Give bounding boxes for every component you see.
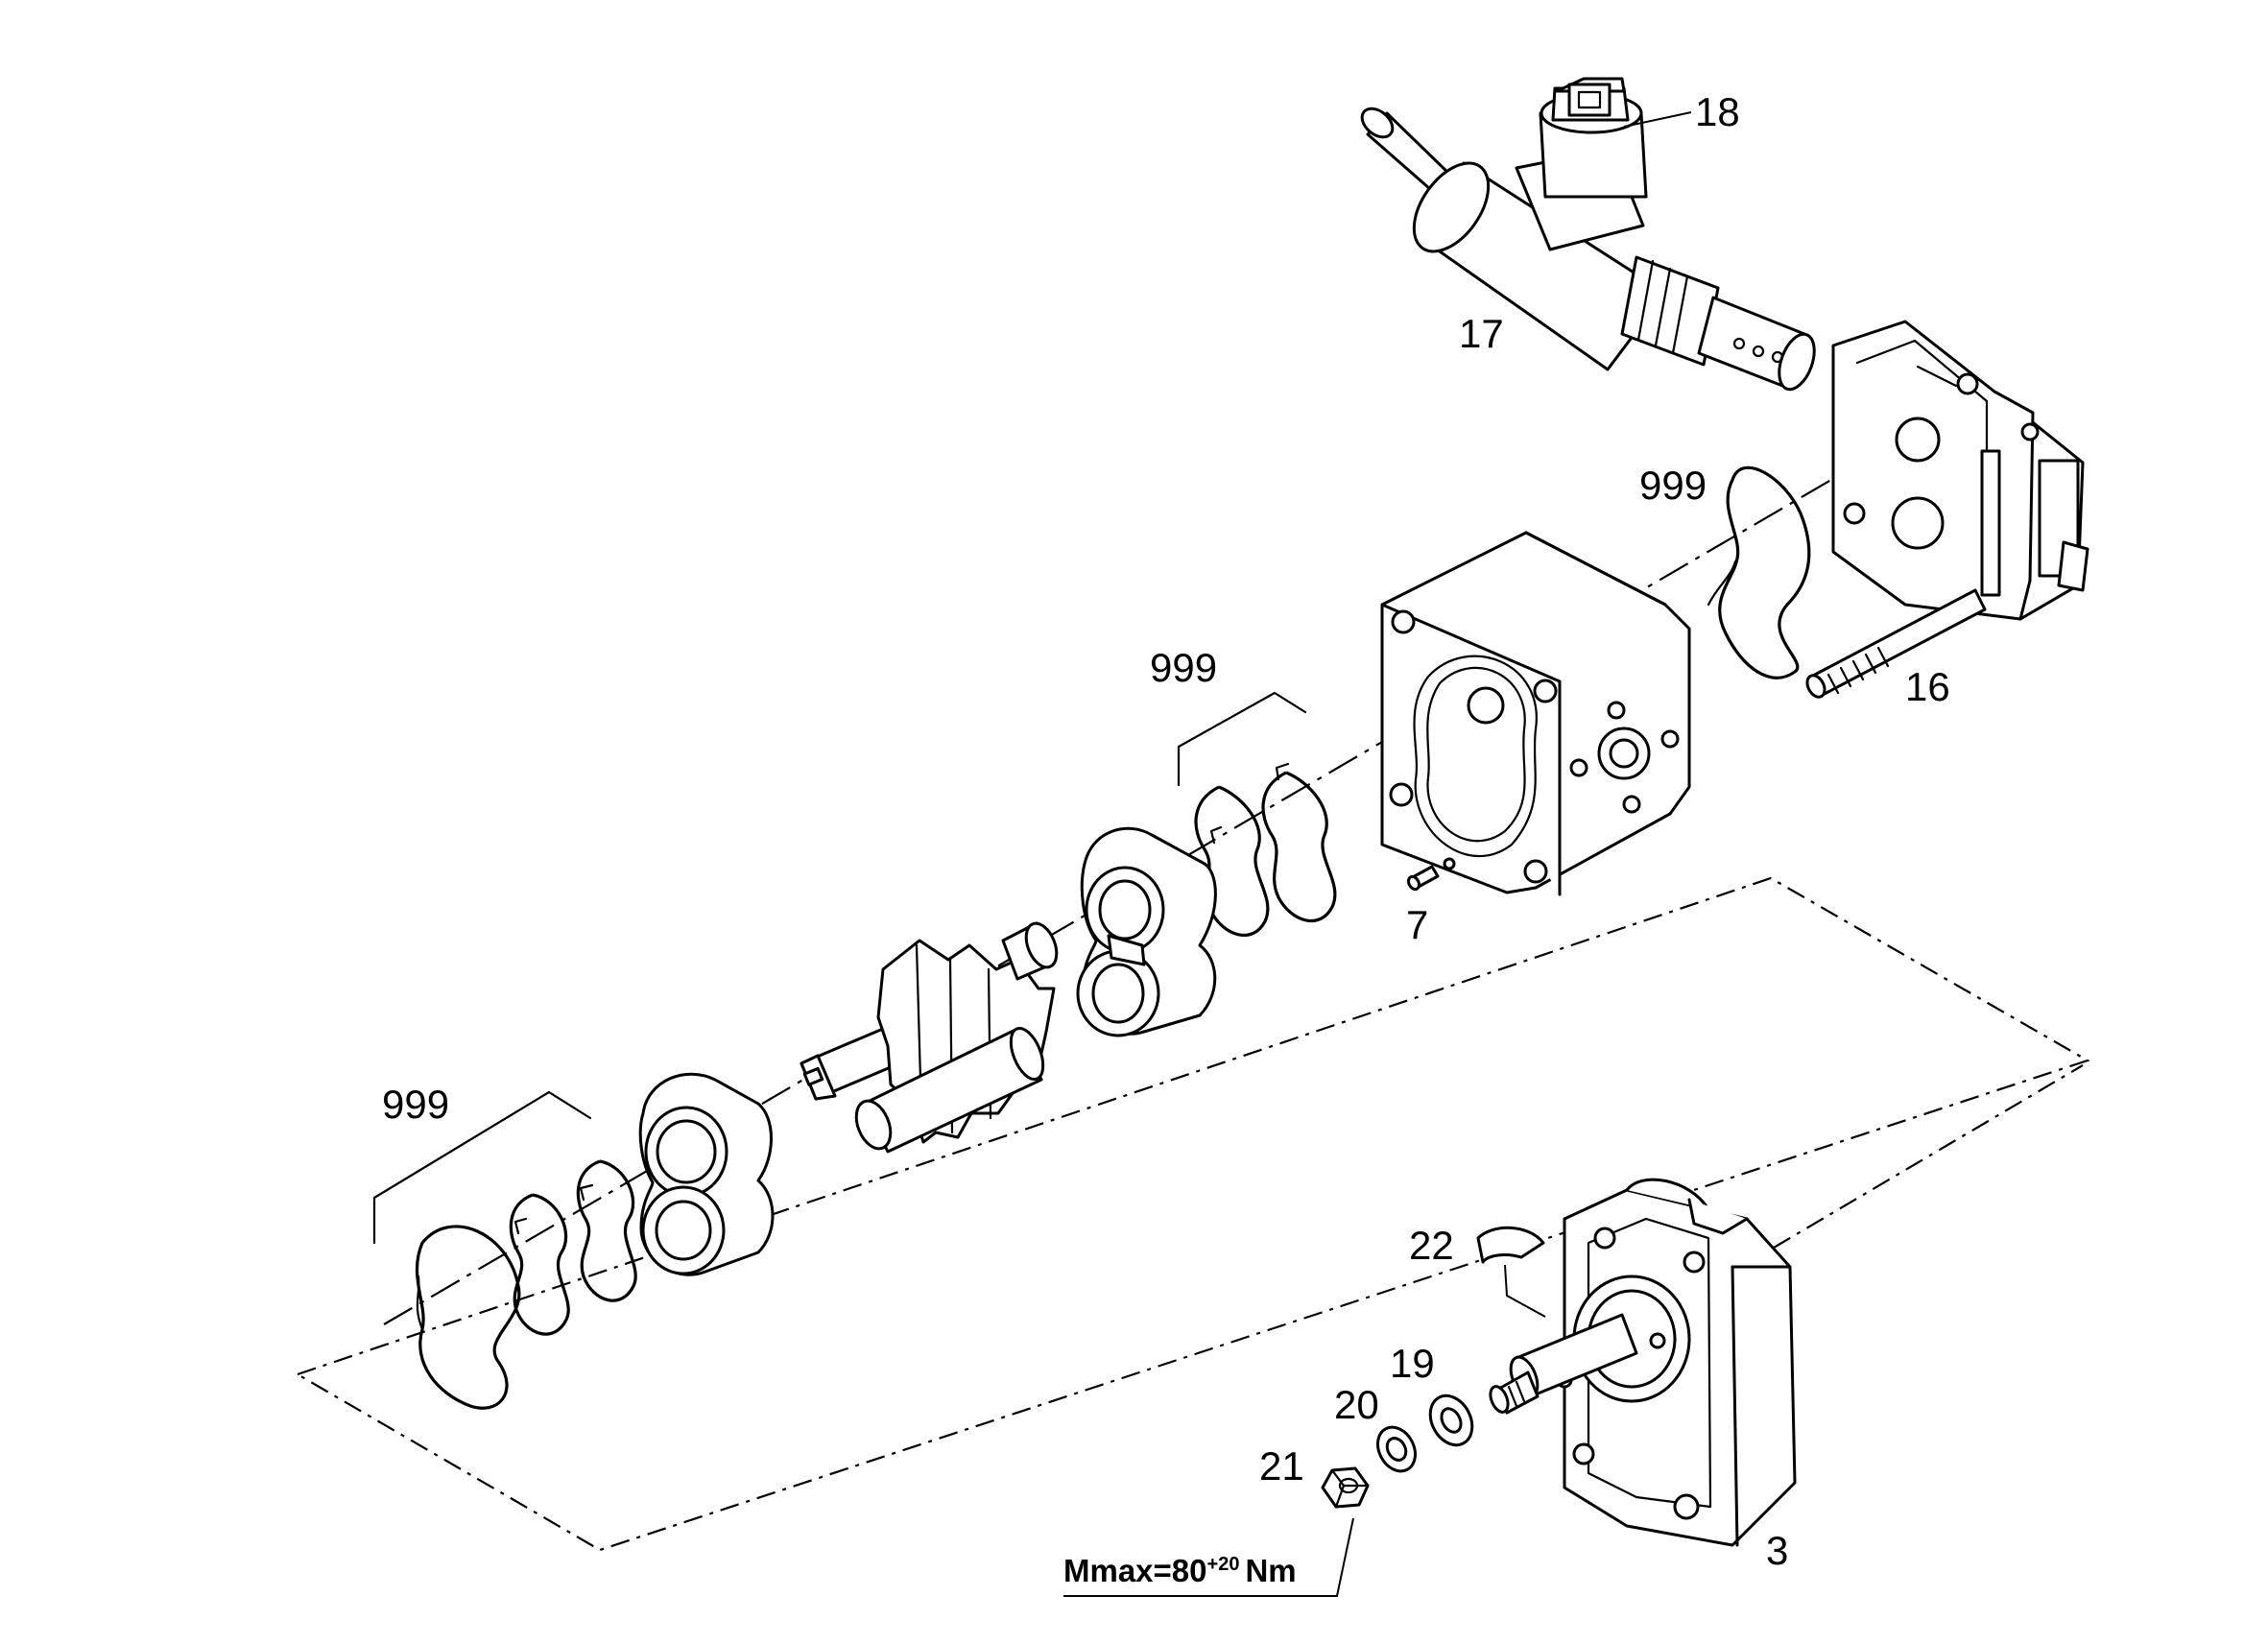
tie-bolt [1805,588,1987,699]
rear-cover-outline [297,876,2090,1552]
front-cover [1556,1178,1797,1547]
mid-bearing-block [1076,826,1217,1037]
bracket-999-mid [1177,691,1307,787]
spring-washer [1376,1425,1417,1473]
leader-18 [1623,111,1692,128]
bracket-999-left [372,1090,592,1245]
plate-seal-ring [1718,465,1811,679]
callout-3: 3 [1766,1528,1788,1573]
input-shaft [1489,1313,1638,1415]
callout-999-left: 999 [382,1082,449,1127]
callout-16: 16 [1905,664,1950,709]
callout-17: 17 [1459,311,1504,356]
callout-22: 22 [1409,1223,1454,1268]
callout-7: 7 [1406,902,1428,947]
flat-washer [1428,1394,1474,1447]
callout-21: 21 [1259,1443,1304,1489]
front-bearing-block [638,1072,775,1276]
driven-gear-shaft [854,1027,1045,1154]
mid-seal-loop-b [1261,771,1337,923]
callout-999-mid: 999 [1150,645,1217,690]
pump-housing [1380,531,1691,896]
front-seal-loop-b [576,1159,637,1302]
front-seal-ring [415,1225,521,1410]
callout-20: 20 [1334,1382,1379,1427]
callout-999-plate: 999 [1639,463,1707,508]
solenoid-coil [1539,77,1648,199]
front-seal-loop-a [509,1193,570,1336]
torque-leader [1063,1517,1354,1597]
hex-nut [1321,1466,1370,1509]
woodruff-key [1476,1226,1545,1264]
valve-cartridge [1360,107,1816,392]
dowel-pin [1406,857,1456,892]
cover-link-line [1773,1064,2084,1249]
end-plate [1831,320,2089,621]
mid-seal-loop-a [1194,785,1270,938]
callout-18: 18 [1695,89,1740,134]
leader-22 [1504,1264,1546,1318]
callout-19: 19 [1390,1341,1435,1386]
